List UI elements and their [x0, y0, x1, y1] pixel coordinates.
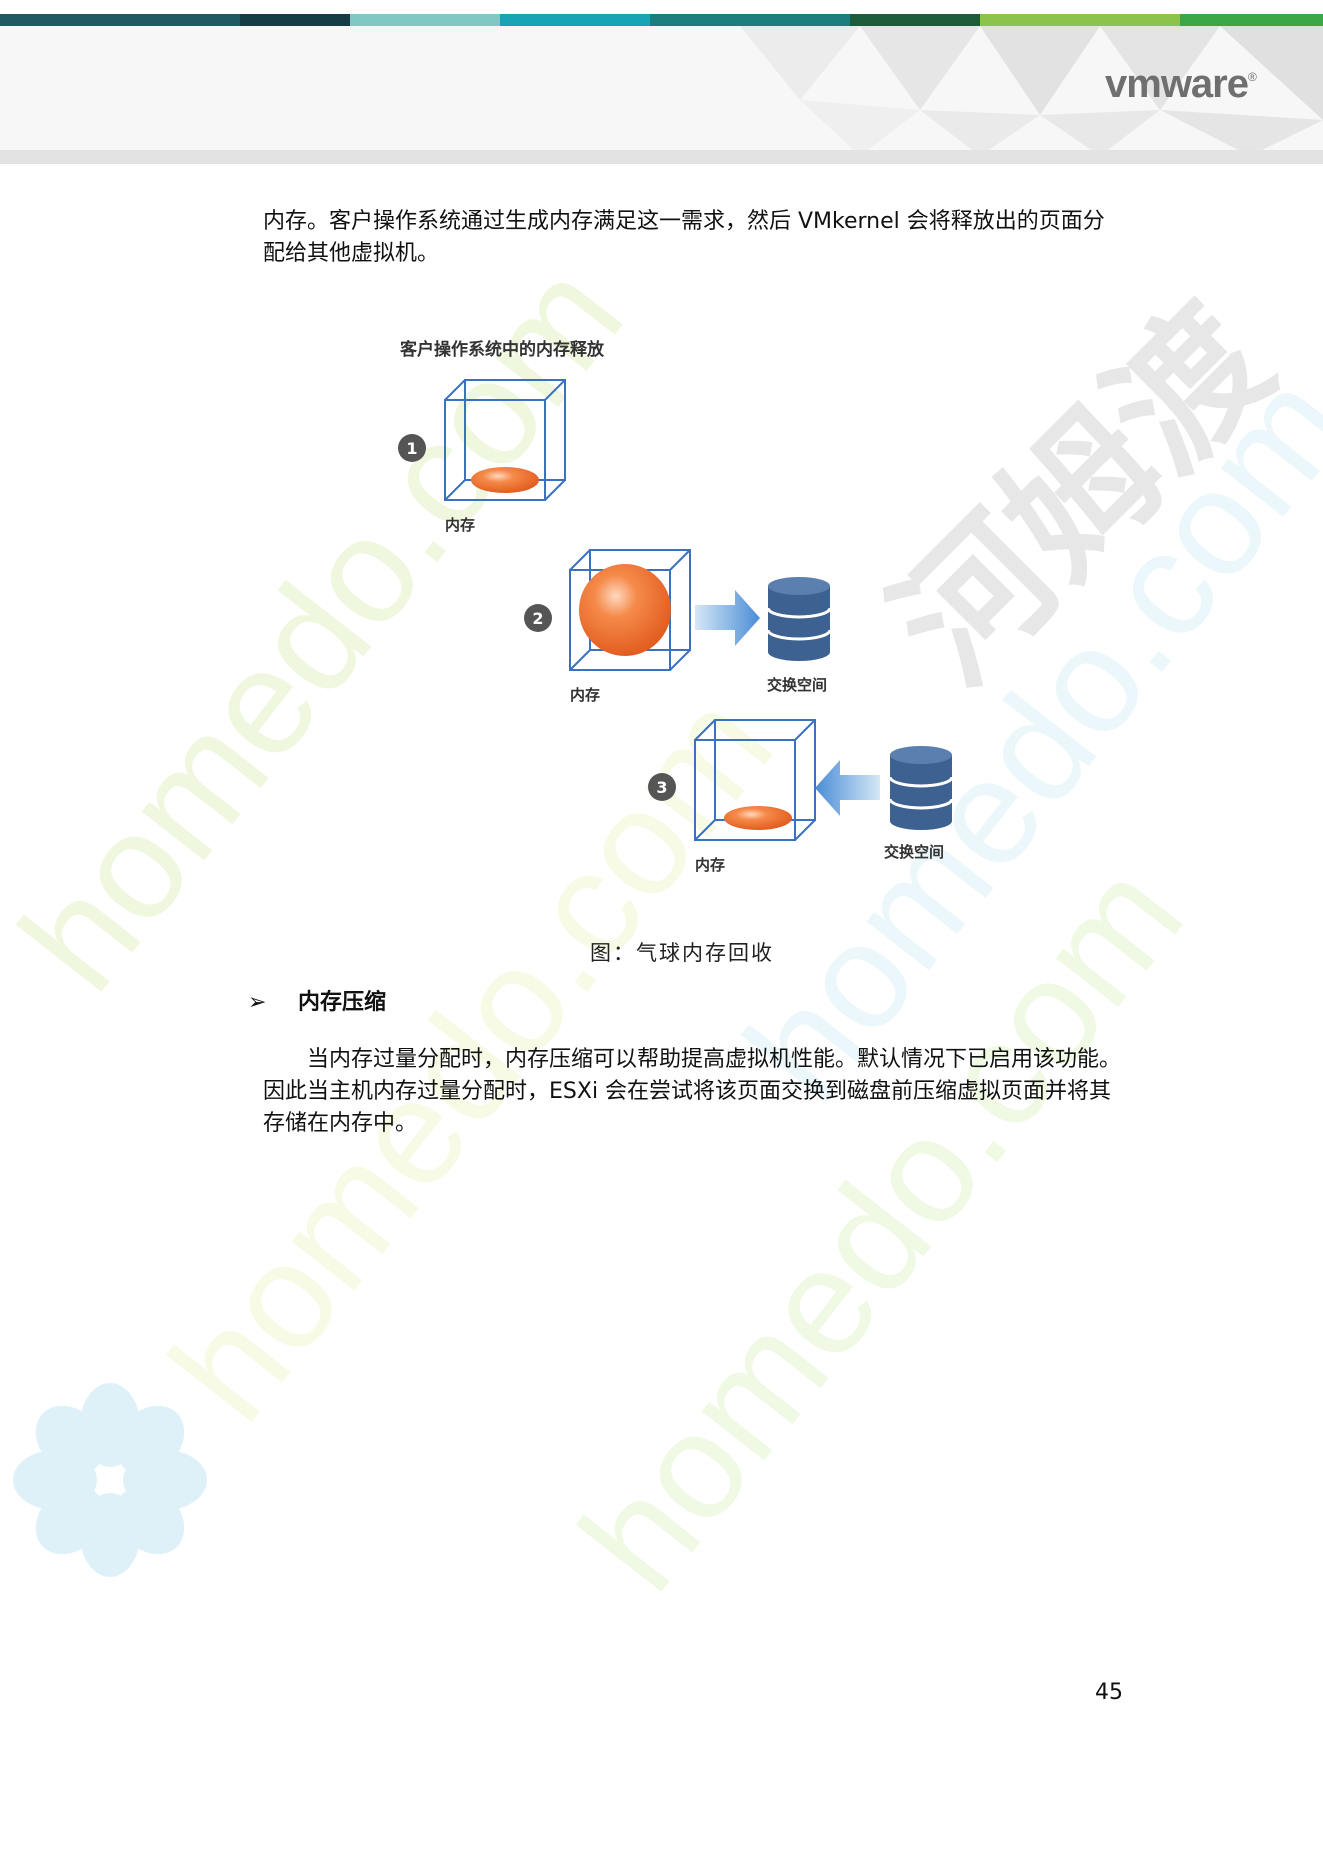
section-body: 当内存过量分配时，内存压缩可以帮助提高虚拟机性能。默认情况下已启用该功能。因此当…	[263, 1047, 1122, 1136]
inflated-balloon	[579, 564, 671, 656]
step-2-number: 2	[532, 609, 543, 628]
swap-label-2: 交换空间	[884, 843, 944, 861]
step-3-badge	[648, 773, 676, 801]
step-1: 1 内存	[398, 379, 566, 534]
bullet-arrow-icon: ➢	[248, 990, 267, 1015]
memory-label-1: 内存	[445, 516, 475, 534]
memory-label-2: 内存	[570, 686, 600, 704]
arrow-from-swap-icon	[815, 760, 880, 816]
memory-label-3: 内存	[695, 856, 725, 874]
figure-title: 客户操作系统中的内存释放	[399, 339, 605, 360]
step-2: 2 内存 交换空间	[524, 549, 832, 704]
flower-watermark-icon	[13, 1383, 207, 1577]
section-heading: ➢ 内存压缩	[248, 984, 386, 1016]
step-1-number: 1	[406, 439, 417, 458]
header-banner	[0, 14, 1323, 164]
deflated-balloon-1	[471, 467, 539, 493]
step-2-badge	[524, 604, 552, 632]
arrow-to-swap-icon	[695, 590, 760, 646]
swap-database-icon-1	[766, 577, 832, 661]
deflated-balloon-3	[724, 806, 792, 830]
section-title: 内存压缩	[298, 990, 387, 1015]
step-3-number: 3	[656, 778, 667, 797]
step-1-badge	[398, 434, 426, 462]
swap-label-1: 交换空间	[767, 676, 827, 694]
intro-paragraph: 内存。客户操作系统通过生成内存满足这一需求，然后 VMkernel 会将释放出的…	[263, 209, 1105, 266]
step-3: 3 内存 交换空间	[648, 719, 954, 874]
page-number: 45	[1095, 1680, 1123, 1705]
swap-database-icon-2	[888, 746, 954, 830]
balloon-diagram: 客户操作系统中的内存释放 1 内存 2 内存	[398, 339, 954, 874]
vmware-logo: vmware®	[1105, 62, 1257, 106]
figure-caption: 图：气球内存回收	[590, 941, 774, 965]
page-header: vmware®	[0, 0, 1323, 170]
